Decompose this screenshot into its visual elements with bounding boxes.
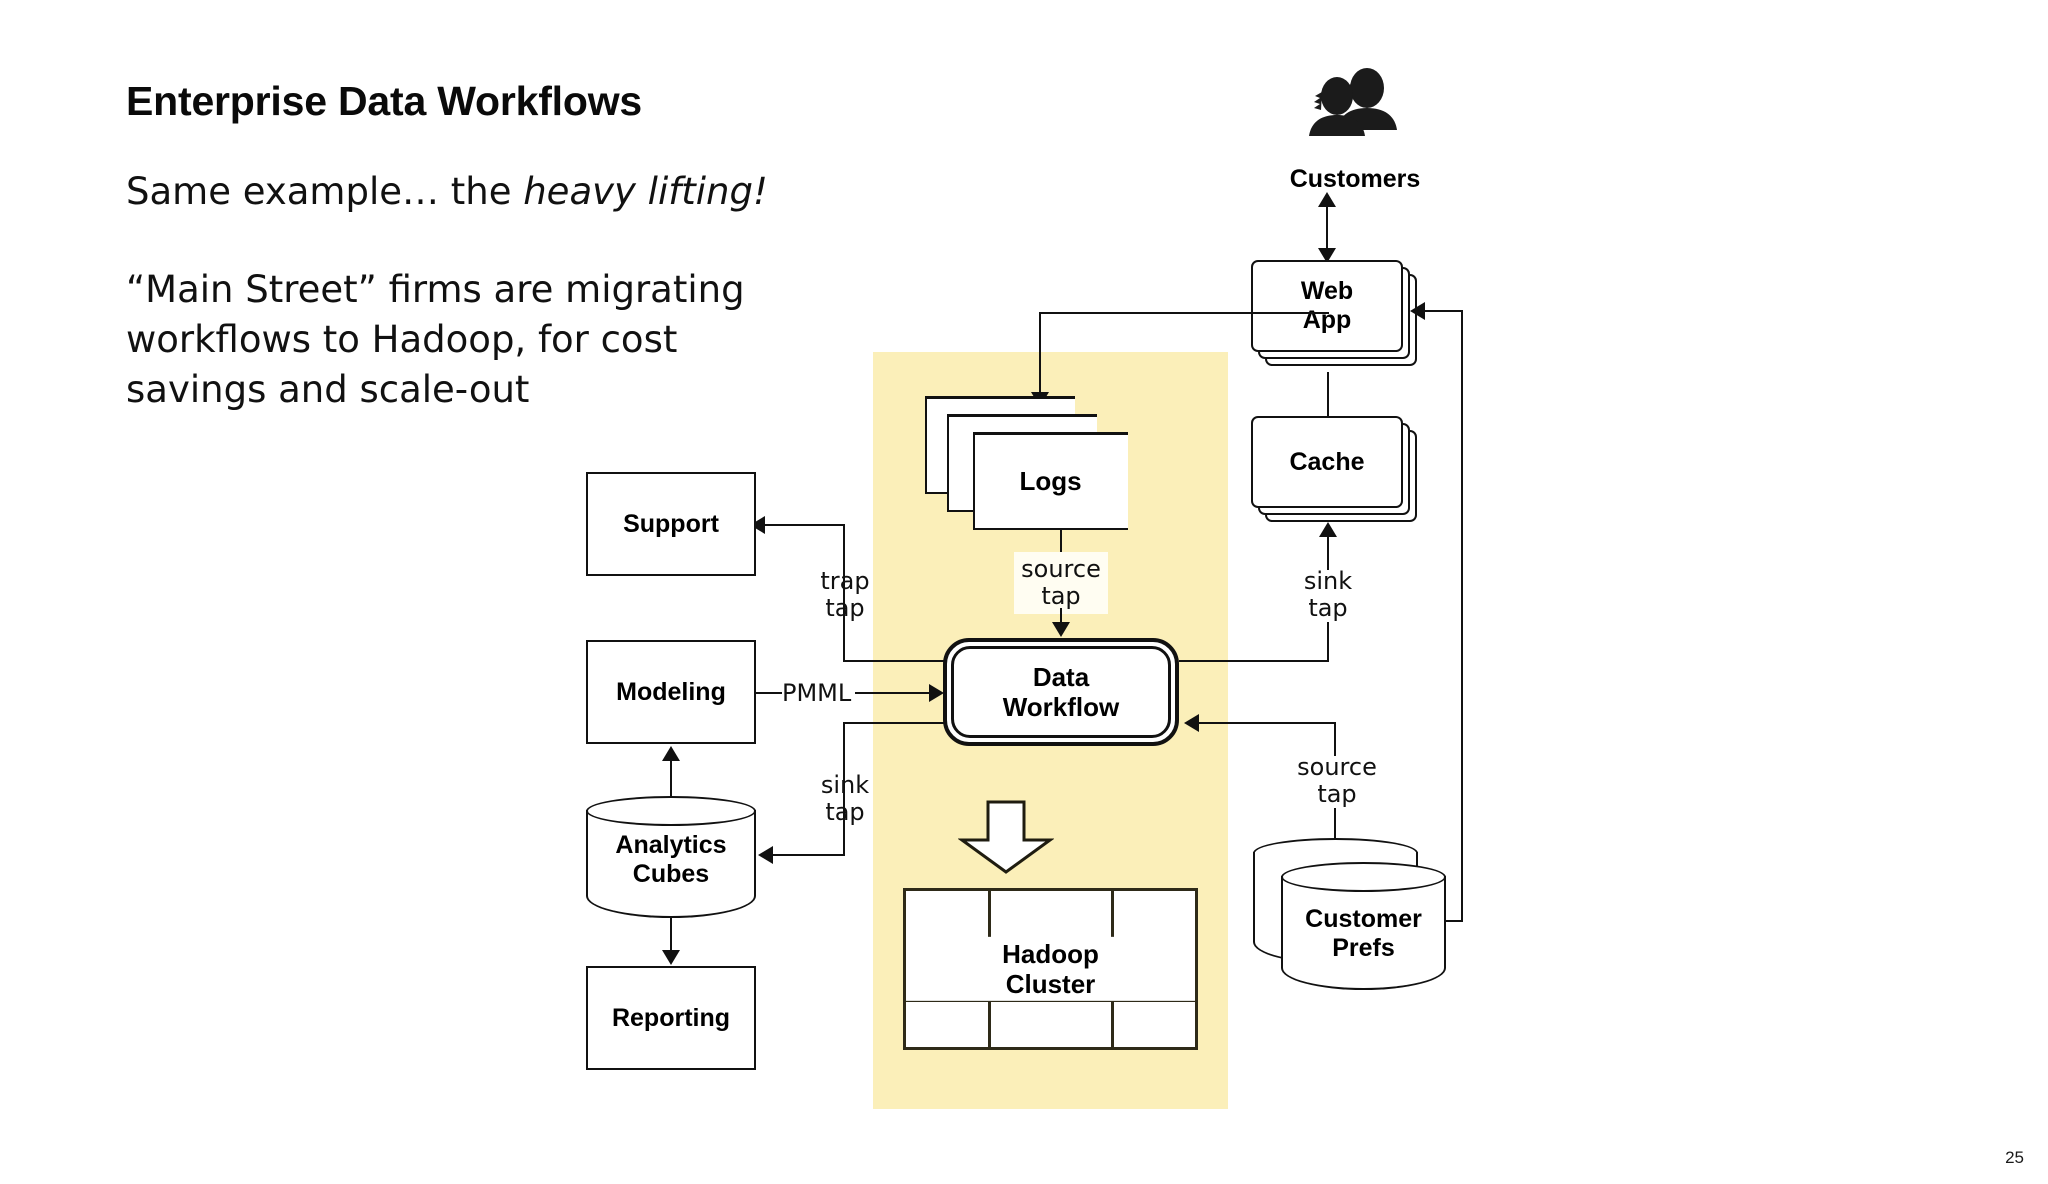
- people-icon: [1297, 68, 1409, 136]
- edge-label-trap-tap: trap tap: [820, 567, 870, 622]
- arrowhead-down-reporting: [662, 950, 680, 965]
- edge-sinktap-cubes-h1: [843, 722, 945, 724]
- edge-traptap-h2: [762, 524, 845, 526]
- edge-prefs-to-webapp-h: [1423, 310, 1463, 312]
- node-support[interactable]: Support: [586, 472, 756, 576]
- page-title: Enterprise Data Workflows: [126, 78, 642, 124]
- arrowhead-left-dataworkflow: [1184, 714, 1199, 732]
- edge-sourcetap-prefs-v2: [1334, 808, 1336, 844]
- cache-sheet-front: [1251, 416, 1403, 508]
- edge-label-sink-tap-cache: sink tap: [1303, 567, 1353, 622]
- cylinder-body-front: [1281, 876, 1446, 990]
- edge-label-source-tap-prefs: source tap: [1297, 753, 1377, 808]
- node-logs[interactable]: Logs: [925, 396, 1130, 530]
- edge-sinktap-cache-h: [1179, 660, 1329, 662]
- edge-cubes-modeling-v: [670, 760, 672, 796]
- node-reporting[interactable]: Reporting: [586, 966, 756, 1070]
- logs-sheet-front: [973, 432, 1128, 530]
- edge-logs-sourcetap-v1: [1060, 530, 1062, 556]
- node-label-data-workflow: Data Workflow: [951, 646, 1171, 738]
- cylinder-top-front: [1281, 862, 1446, 892]
- arrowhead-down-webapp: [1318, 248, 1336, 263]
- edge-cubes-reporting-v: [670, 918, 672, 954]
- edge-webapp-cache: [1327, 372, 1329, 416]
- lede-emphasis: heavy lifting!: [523, 170, 768, 213]
- edge-customers-webapp: [1326, 196, 1328, 260]
- edge-traptap-v: [843, 524, 845, 662]
- edge-sinktap-cache-v2: [1327, 622, 1329, 662]
- edge-label-pmml: PMML: [782, 679, 852, 707]
- node-hadoop-cluster[interactable]: Hadoop Cluster: [903, 888, 1198, 1050]
- node-label-support: Support: [623, 509, 719, 538]
- node-label-analytics-cubes: Analytics Cubes: [615, 831, 727, 888]
- node-label-customer-prefs: Customer Prefs: [1305, 905, 1422, 962]
- node-label-cache: Cache: [1289, 447, 1365, 476]
- arrowhead-up-modeling: [662, 746, 680, 761]
- edge-pmml-h2: [855, 692, 933, 694]
- node-label-logs: Logs: [1019, 465, 1082, 496]
- arrowhead-up-cache: [1319, 522, 1337, 537]
- node-modeling[interactable]: Modeling: [586, 640, 756, 744]
- edge-traptap-h1: [843, 660, 945, 662]
- edge-logs-sourcetap-v2: [1060, 608, 1062, 626]
- body-copy: “Main Street” firms are migrating workfl…: [126, 268, 745, 411]
- arrowhead-left-cubes: [758, 846, 773, 864]
- edge-pmml-h1: [752, 692, 782, 694]
- web-app-sheet-front: [1251, 260, 1403, 352]
- edge-prefs-to-webapp-v: [1461, 310, 1463, 922]
- arrowhead-down-dataworkflow: [1052, 622, 1070, 637]
- page-number: 25: [2005, 1148, 2024, 1167]
- analytics-cubes-body: [586, 810, 756, 918]
- edge-webapp-to-logs-h: [1039, 312, 1329, 314]
- edge-label-source-tap-logs: source tap: [1014, 552, 1108, 614]
- edge-webapp-to-logs-v: [1039, 312, 1041, 396]
- hadoop-down-arrow-icon: [957, 800, 1055, 874]
- lede-prefix: Same example… the: [126, 170, 524, 213]
- edge-sourcetap-prefs-v1: [1334, 722, 1336, 756]
- node-label-customers: Customers: [1289, 165, 1421, 193]
- node-label-web-app: Web App: [1300, 277, 1354, 334]
- edge-sinktap-cubes-v: [843, 722, 845, 854]
- analytics-cubes-top: [586, 796, 756, 826]
- edge-sinktap-cubes-h2: [770, 854, 845, 856]
- node-label-hadoop-cluster: Hadoop Cluster: [906, 936, 1195, 1002]
- node-data-workflow[interactable]: Data Workflow: [943, 638, 1179, 746]
- arrowhead-right-dataworkflow: [929, 684, 944, 702]
- node-label-reporting: Reporting: [611, 1003, 731, 1032]
- edge-label-sink-tap-cubes: sink tap: [820, 771, 870, 826]
- node-customer-prefs[interactable]: Customer Prefs: [1281, 862, 1446, 990]
- node-analytics-cubes[interactable]: Analytics Cubes: [586, 796, 756, 918]
- arrowhead-up-customers: [1318, 192, 1336, 207]
- edge-sourcetap-prefs-h1: [1196, 722, 1336, 724]
- node-label-modeling: Modeling: [616, 677, 726, 706]
- arrowhead-left-webapp: [1410, 302, 1425, 320]
- edge-sinktap-cache-v1: [1327, 534, 1329, 570]
- lede-line: Same example… the heavy lifting!: [126, 170, 768, 213]
- node-cache[interactable]: Cache: [1251, 416, 1417, 522]
